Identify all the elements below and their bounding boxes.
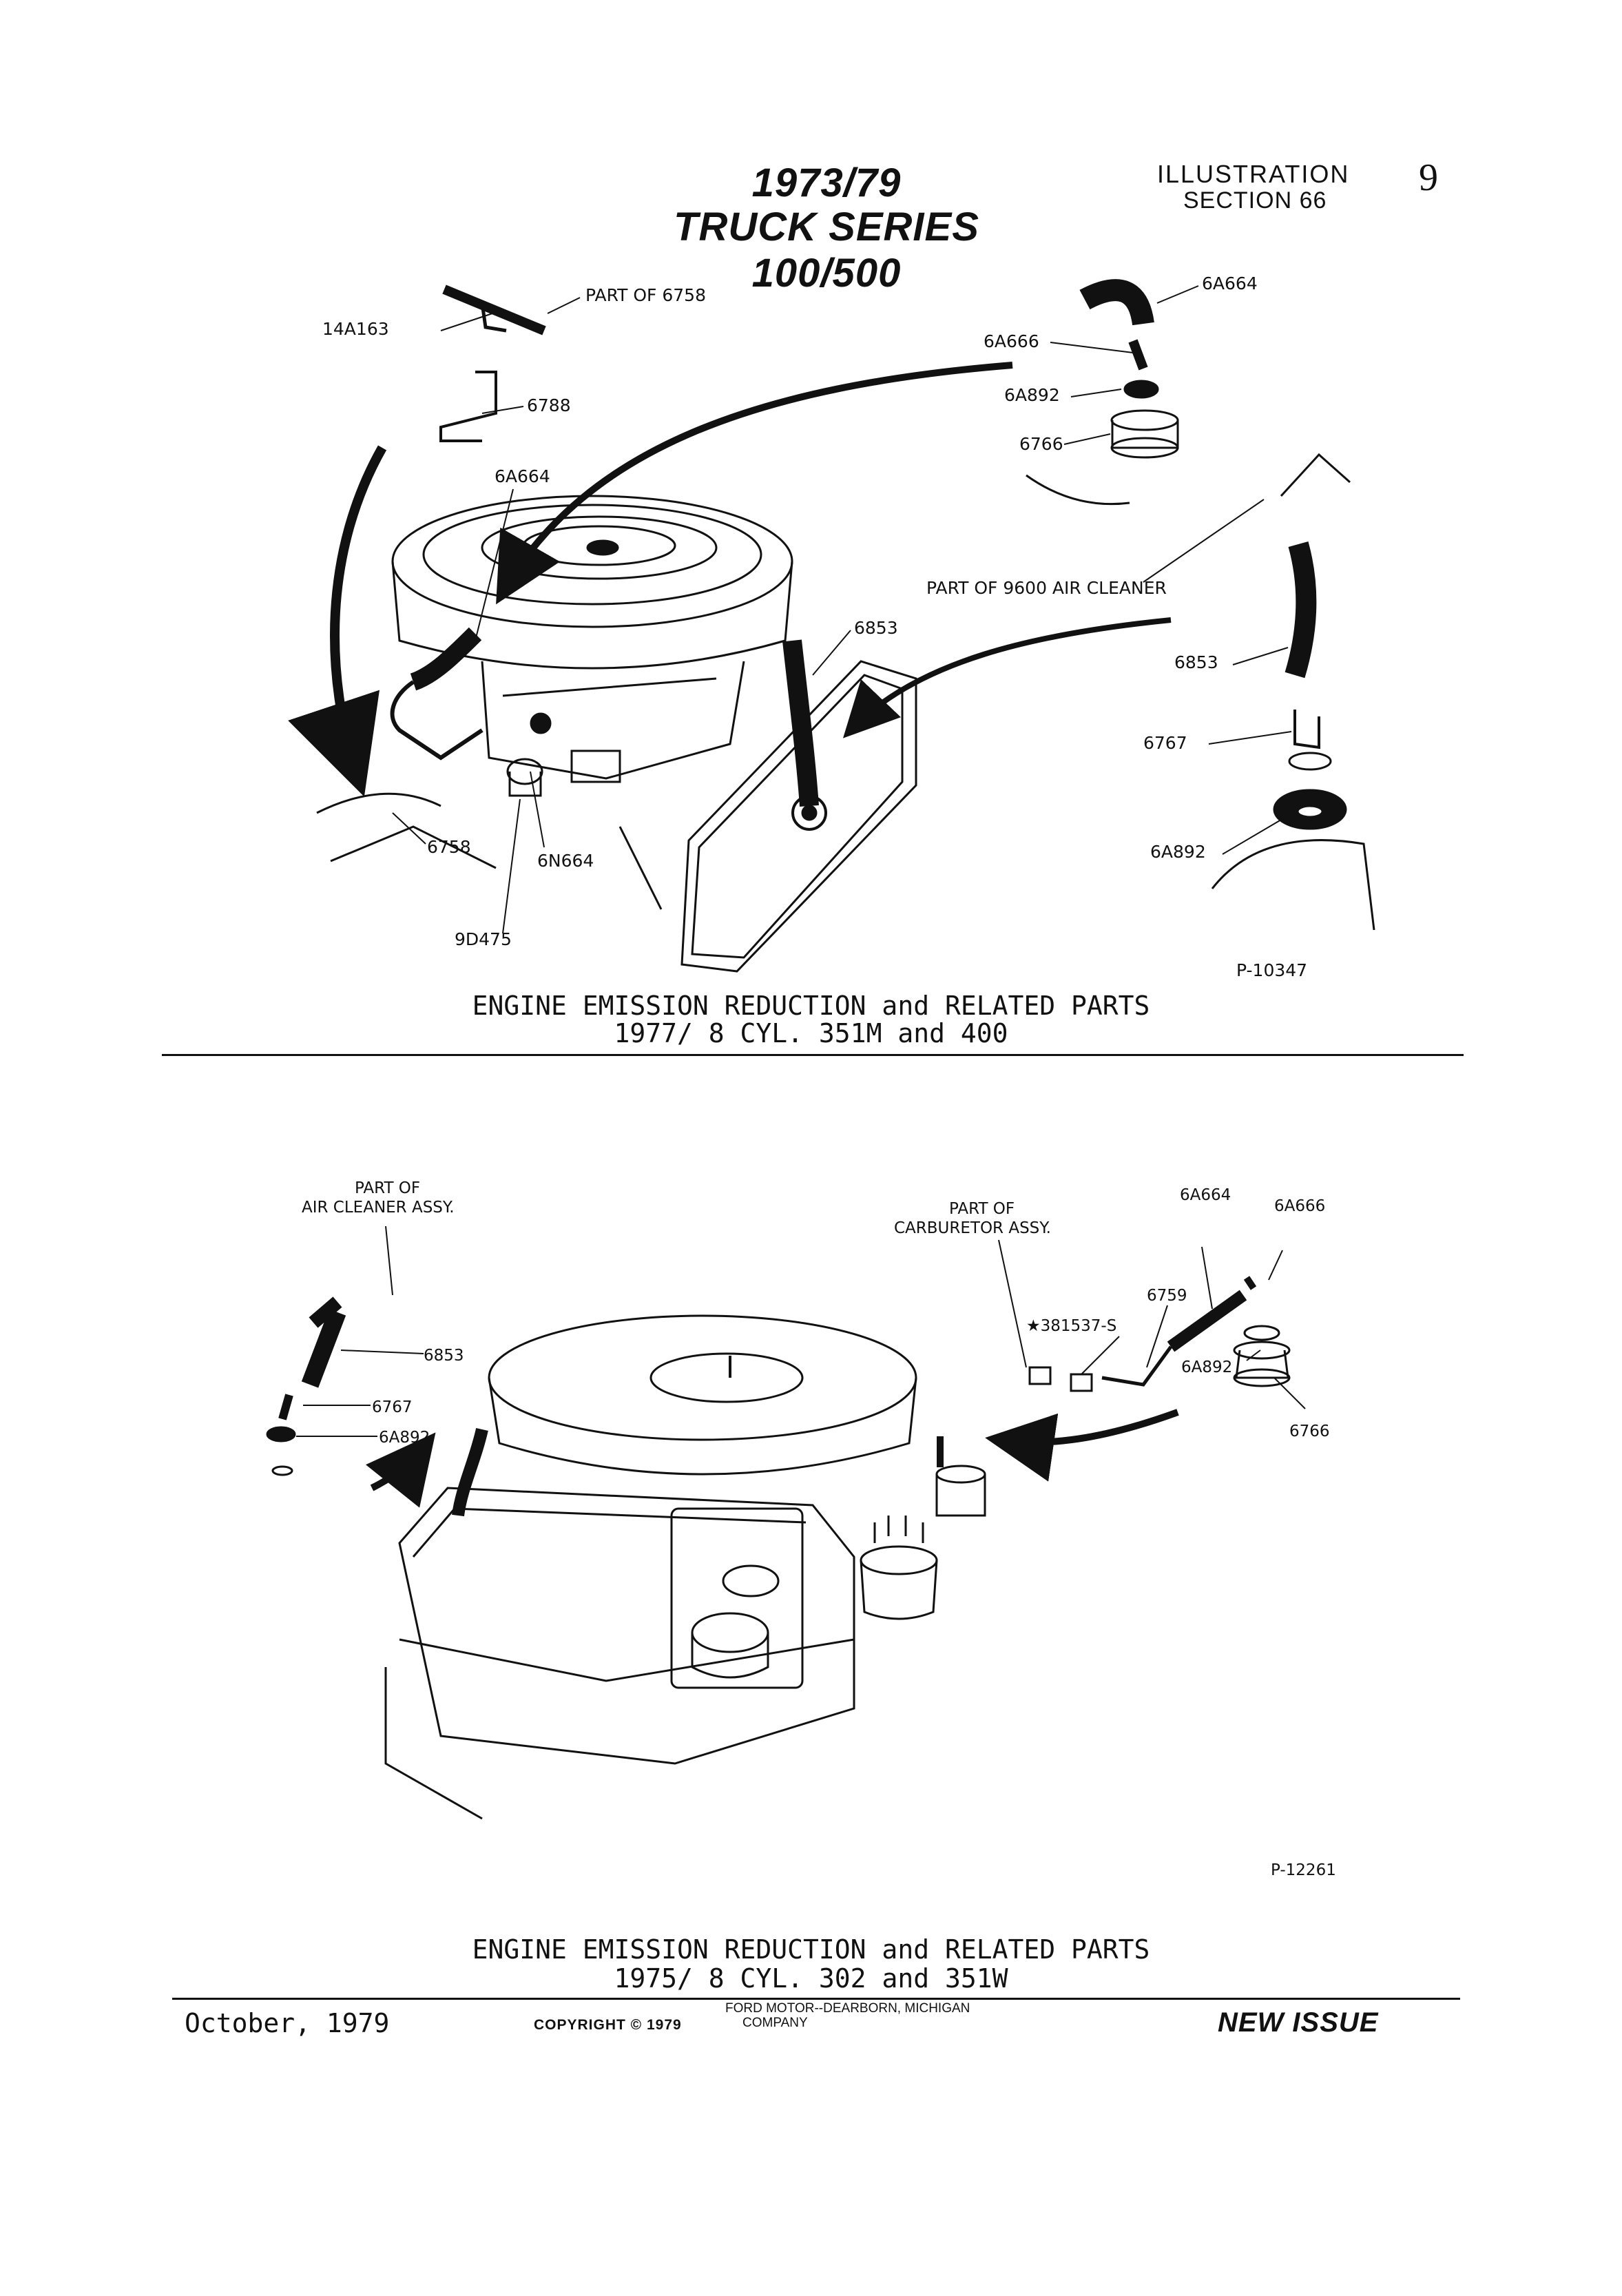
callout-6853-center: 6853 (854, 618, 898, 638)
callout-6766: 6766 (1289, 1423, 1330, 1440)
callout-part-of-6758: PART OF 6758 (585, 285, 706, 305)
figure2-engine-drawing (266, 1276, 1291, 1820)
figure1-caption-line1: ENGINE EMISSION REDUCTION and RELATED PA… (472, 991, 1150, 1021)
callout-part-of-9600: PART OF 9600 AIR CLEANER (926, 578, 1167, 598)
callout-6a664-top: 6A664 (1202, 273, 1258, 293)
section-label: SECTION 66 (1183, 187, 1327, 214)
callout-carburetor-assy: CARBURETOR ASSY. (894, 1219, 1051, 1237)
footer-publisher-line1: FORD MOTOR--DEARBORN, MICHIGAN (725, 2001, 970, 2016)
callout-14a163: 14A163 (322, 319, 389, 339)
callout-6788: 6788 (527, 395, 571, 415)
callout-6853-right: 6853 (1174, 652, 1218, 672)
callout-part-of-left: PART OF (355, 1179, 420, 1197)
callout-6n664: 6N664 (537, 851, 594, 871)
figure1-engine-drawing (288, 279, 1375, 973)
callout-6a892-right: 6A892 (1150, 842, 1206, 862)
footer-date: October, 1979 (185, 2008, 390, 2038)
illustration-label: ILLUSTRATION (1157, 160, 1350, 188)
page-number: 9 (1419, 156, 1438, 199)
callout-6a666: 6A666 (1274, 1197, 1325, 1215)
figure2-caption-line2: 1975/ 8 CYL. 302 and 351W (614, 1963, 1008, 1994)
figure2-caption-line1: ENGINE EMISSION REDUCTION and RELATED PA… (472, 1934, 1150, 1965)
callout-6a664: 6A664 (1180, 1186, 1231, 1204)
callout-6767: 6767 (1143, 733, 1187, 753)
callout-6758: 6758 (427, 837, 471, 857)
callout-6853: 6853 (424, 1347, 464, 1365)
header-years: 1973/79 (751, 161, 902, 205)
callout-6759: 6759 (1147, 1287, 1187, 1305)
callout-6a892-top: 6A892 (1004, 385, 1060, 405)
divider-rule-2 (172, 1998, 1460, 2000)
figure1-id: P-10347 (1236, 960, 1307, 980)
callout-6a666: 6A666 (984, 331, 1039, 351)
callout-air-cleaner-assy: AIR CLEANER ASSY. (302, 1199, 455, 1217)
callout-6766: 6766 (1019, 434, 1063, 454)
footer-copyright: COPYRIGHT © 1979 (534, 2017, 682, 2033)
callout-6a664-left: 6A664 (495, 466, 550, 486)
divider-rule-1 (162, 1054, 1464, 1056)
figure1-caption-line2: 1977/ 8 CYL. 351M and 400 (614, 1018, 1008, 1048)
figure1-leader-lines (392, 285, 1292, 934)
callout-381537-s: ★381537-S (1026, 1317, 1116, 1335)
figure2-leader-lines (296, 1225, 1306, 1437)
header-series: TRUCK SERIES 100/500 (674, 205, 979, 296)
footer-issue: NEW ISSUE (1218, 2007, 1379, 2038)
callout-6a892-right: 6A892 (1181, 1358, 1232, 1376)
footer-publisher-line2: COMPANY (742, 2016, 808, 2030)
figure2-id: P-12261 (1271, 1861, 1336, 1879)
callout-part-of-carb: PART OF (949, 1200, 1015, 1218)
callout-6767: 6767 (372, 1398, 413, 1416)
callout-6a892-left: 6A892 (379, 1429, 430, 1447)
callout-9d475: 9D475 (455, 929, 512, 949)
